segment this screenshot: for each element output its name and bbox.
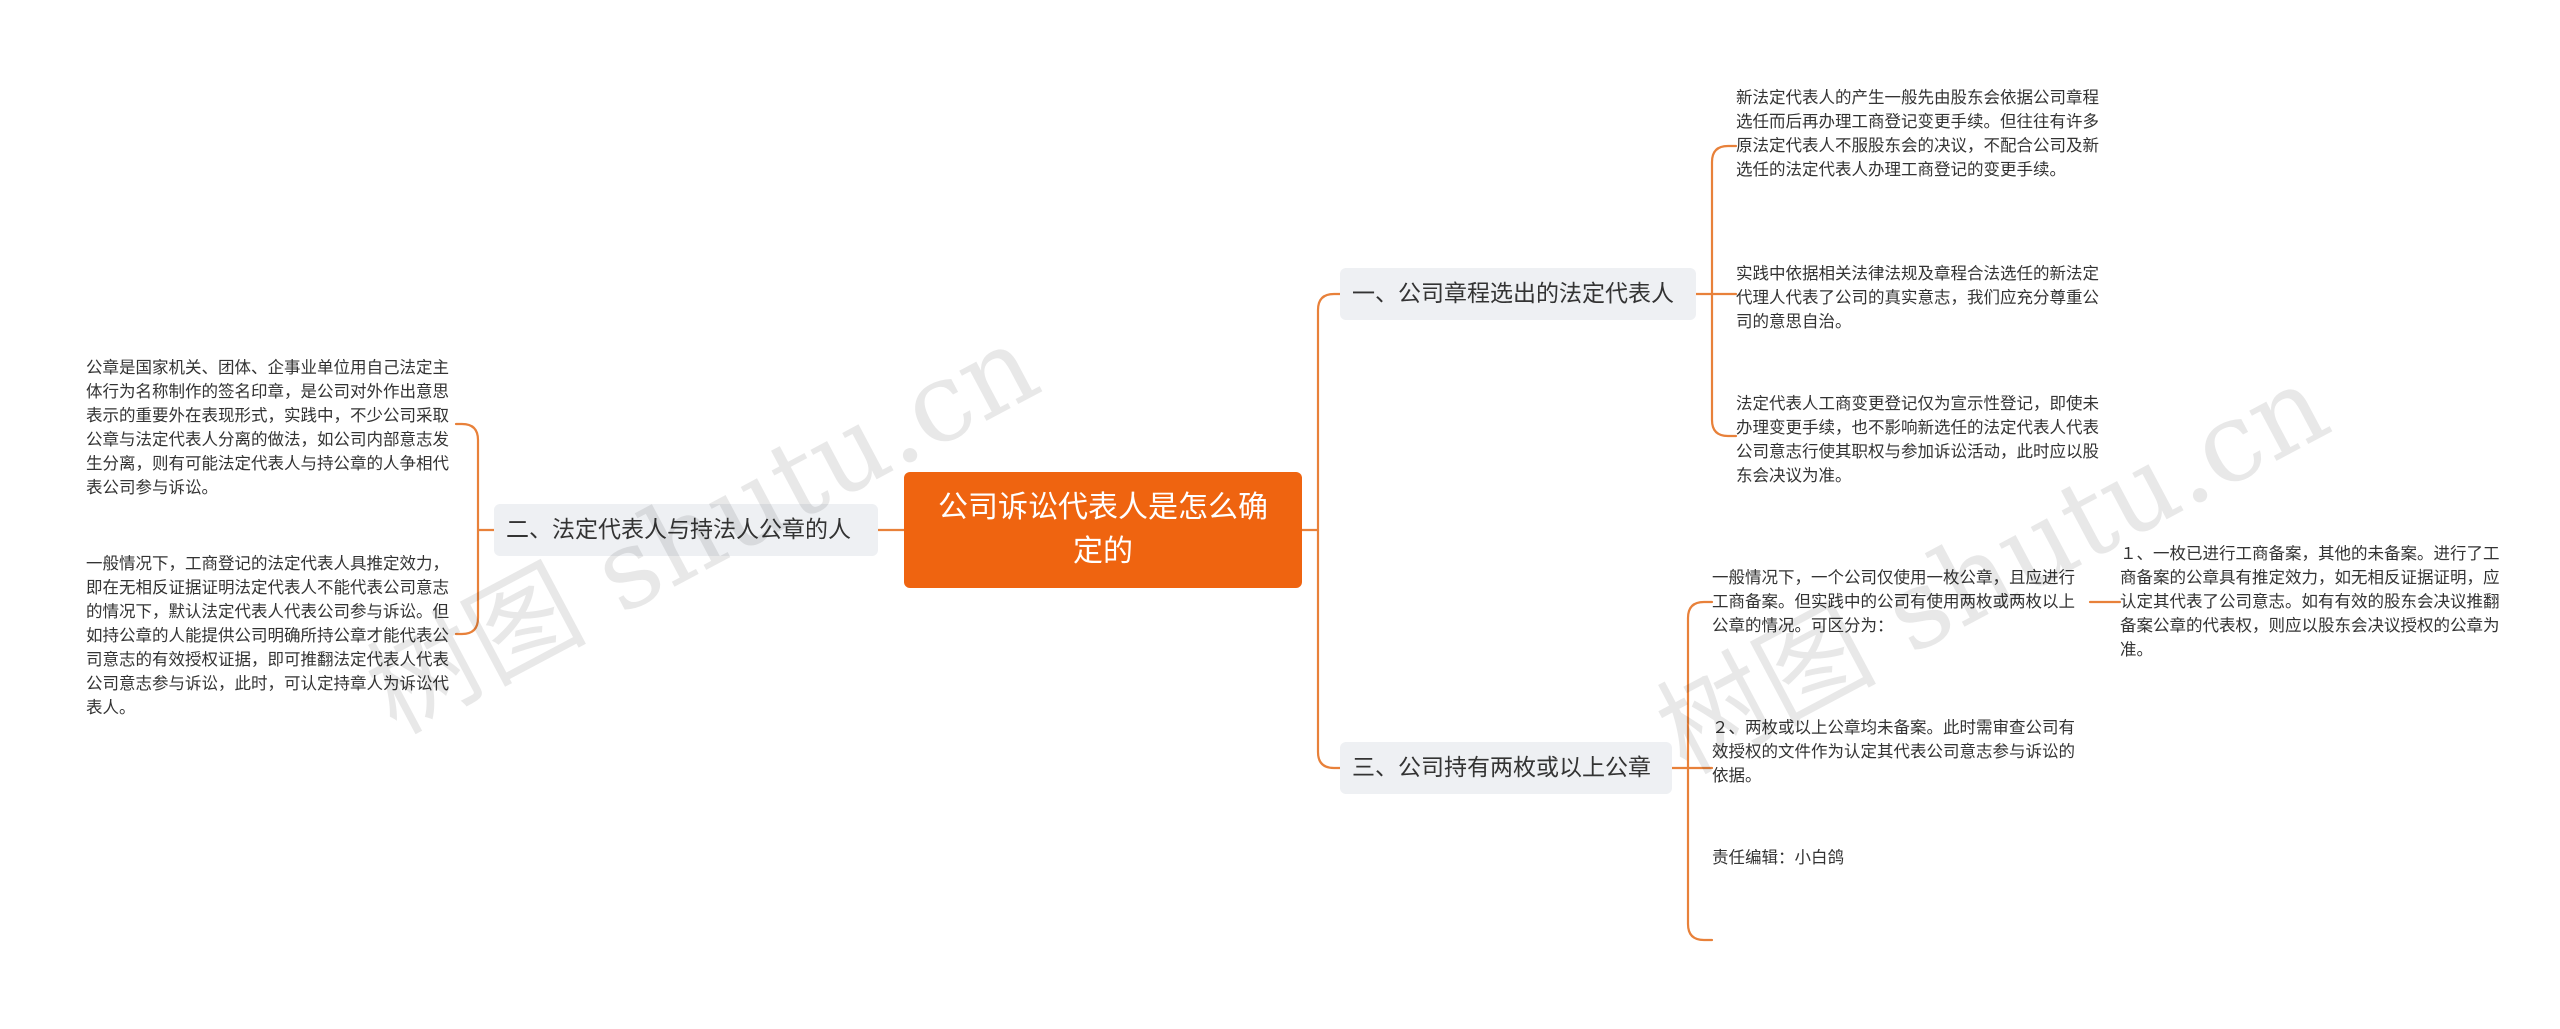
link-root-b1 [1300, 292, 1342, 532]
link-root-b3 [1316, 528, 1342, 770]
link-b2-leaves [454, 422, 496, 636]
root-node[interactable]: 公司诉讼代表人是怎么确定的 [904, 472, 1302, 588]
link-b3-leaves [1670, 600, 1714, 942]
leaf-3-1: 一般情况下，一个公司仅使用一枚公章，且应进行工商备案。但实践中的公司有使用两枚或… [1712, 568, 2075, 635]
leaf-1-3: 法定代表人工商变更登记仅为宣示性登记，即使未办理变更手续，也不影响新选任的法定代… [1736, 394, 2099, 485]
leaf-3-1-sub: １、一枚已进行工商备案，其他的未备案。进行了工商备案的公章具有推定效力，如无相反… [2120, 544, 2500, 659]
link-b1-leaves [1694, 144, 1738, 438]
branch-2-label: 二、法定代表人与持法人公章的人 [506, 517, 851, 543]
leaf-3-2: ２、两枚或以上公章均未备案。此时需审查公司有效授权的文件作为认定其代表公司意志参… [1712, 718, 2075, 785]
branch-node-2[interactable]: 二、法定代表人与持法人公章的人 [494, 504, 878, 556]
root-title: 公司诉讼代表人是怎么确定的 [938, 490, 1268, 569]
leaf-2-1: 公章是国家机关、团体、企事业单位用自己法定主体行为名称制作的签名印章，是公司对外… [86, 358, 449, 497]
branch-node-3[interactable]: 三、公司持有两枚或以上公章 [1340, 742, 1672, 794]
branch-1-label: 一、公司章程选出的法定代表人 [1352, 281, 1674, 307]
leaf-3-3: 责任编辑：小白鸽 [1712, 848, 1844, 867]
leaf-1-2: 实践中依据相关法律法规及章程合法选任的新法定代理人代表了公司的真实意志，我们应充… [1736, 264, 2099, 331]
branch-node-1[interactable]: 一、公司章程选出的法定代表人 [1340, 268, 1696, 320]
leaf-1-1: 新法定代表人的产生一般先由股东会依据公司章程选任而后再办理工商登记变更手续。但往… [1736, 88, 2099, 179]
leaf-2-2: 一般情况下，工商登记的法定代表人具推定效力，即在无相反证据证明法定代表人不能代表… [86, 554, 449, 717]
branch-3-label: 三、公司持有两枚或以上公章 [1352, 755, 1651, 781]
